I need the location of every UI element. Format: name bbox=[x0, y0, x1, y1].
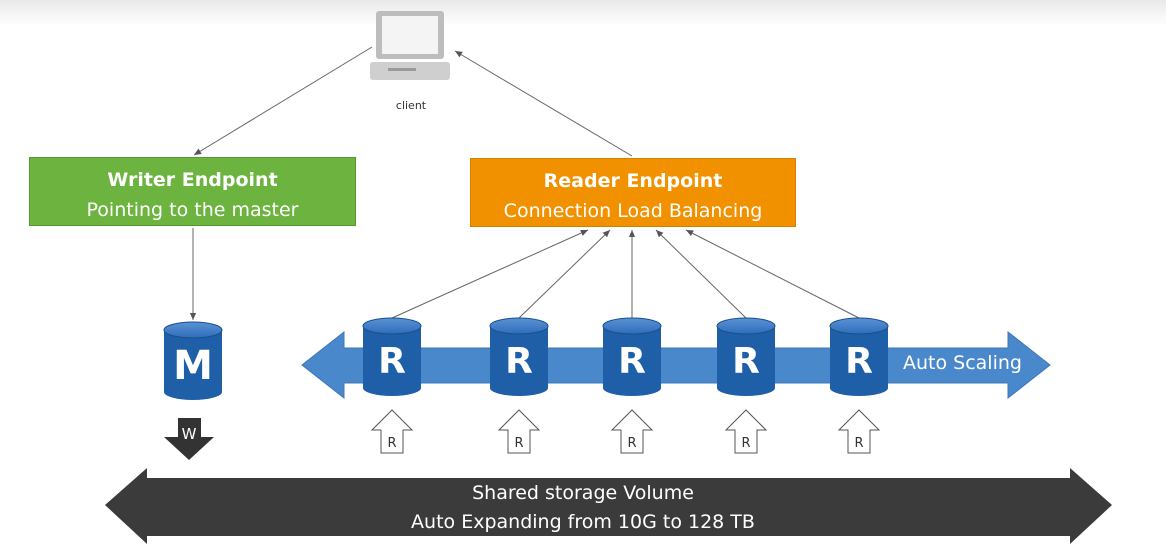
read-arrow-1: R bbox=[370, 409, 414, 454]
client-label: client bbox=[395, 99, 427, 112]
replica-db-3: R bbox=[602, 317, 662, 396]
replica-db-1: R bbox=[362, 317, 422, 396]
client-computer-icon bbox=[370, 11, 450, 80]
replica-db-2: R bbox=[489, 317, 549, 396]
auto-scaling-label: Auto Scaling bbox=[903, 352, 1022, 374]
writer-endpoint: Writer Endpoint Pointing to the master bbox=[29, 157, 356, 226]
replica-db-3-letter: R bbox=[618, 341, 646, 382]
write-arrow bbox=[164, 418, 214, 460]
writer-endpoint-subtitle: Pointing to the master bbox=[86, 199, 299, 221]
writer-endpoint-title: Writer Endpoint bbox=[107, 169, 278, 191]
reader-endpoint: Reader Endpoint Connection Load Balancin… bbox=[470, 158, 796, 227]
read-arrow-label-4: R bbox=[741, 436, 750, 451]
replica-db-1-letter: R bbox=[378, 341, 406, 382]
read-arrow-label-1: R bbox=[387, 436, 396, 451]
read-arrow-5: R bbox=[837, 409, 881, 454]
read-arrow-2: R bbox=[497, 409, 541, 454]
replica-1-to-reader-line bbox=[391, 229, 589, 319]
read-arrow-label-3: R bbox=[627, 436, 636, 451]
storage-subtitle: Auto Expanding from 10G to 128 TB bbox=[411, 511, 755, 533]
replica-db-5: R bbox=[829, 317, 889, 396]
master-db: M bbox=[163, 321, 223, 400]
replica-db-4: R bbox=[716, 317, 776, 396]
replica-2-to-reader-line bbox=[518, 229, 611, 319]
replica-5-to-reader-line bbox=[685, 229, 860, 319]
replica-db-4-letter: R bbox=[732, 341, 760, 382]
master-db-letter: M bbox=[173, 343, 213, 389]
write-arrow-label: W bbox=[181, 425, 197, 443]
read-arrow-4: R bbox=[724, 409, 768, 454]
replica-4-to-reader-line bbox=[655, 229, 747, 319]
client-to-writer-line bbox=[193, 46, 373, 156]
read-arrow-label-5: R bbox=[854, 436, 863, 451]
reader-to-client-line bbox=[454, 50, 633, 157]
read-arrow-label-2: R bbox=[514, 436, 523, 451]
reader-endpoint-title: Reader Endpoint bbox=[543, 170, 723, 192]
replica-db-2-letter: R bbox=[505, 341, 533, 382]
shared-storage-arrow bbox=[105, 468, 1112, 544]
top-fade bbox=[0, 0, 1166, 26]
reader-endpoint-subtitle: Connection Load Balancing bbox=[503, 200, 763, 222]
read-arrow-3: R bbox=[610, 409, 654, 454]
storage-title: Shared storage Volume bbox=[472, 482, 694, 504]
replica-db-5-letter: R bbox=[845, 341, 873, 382]
